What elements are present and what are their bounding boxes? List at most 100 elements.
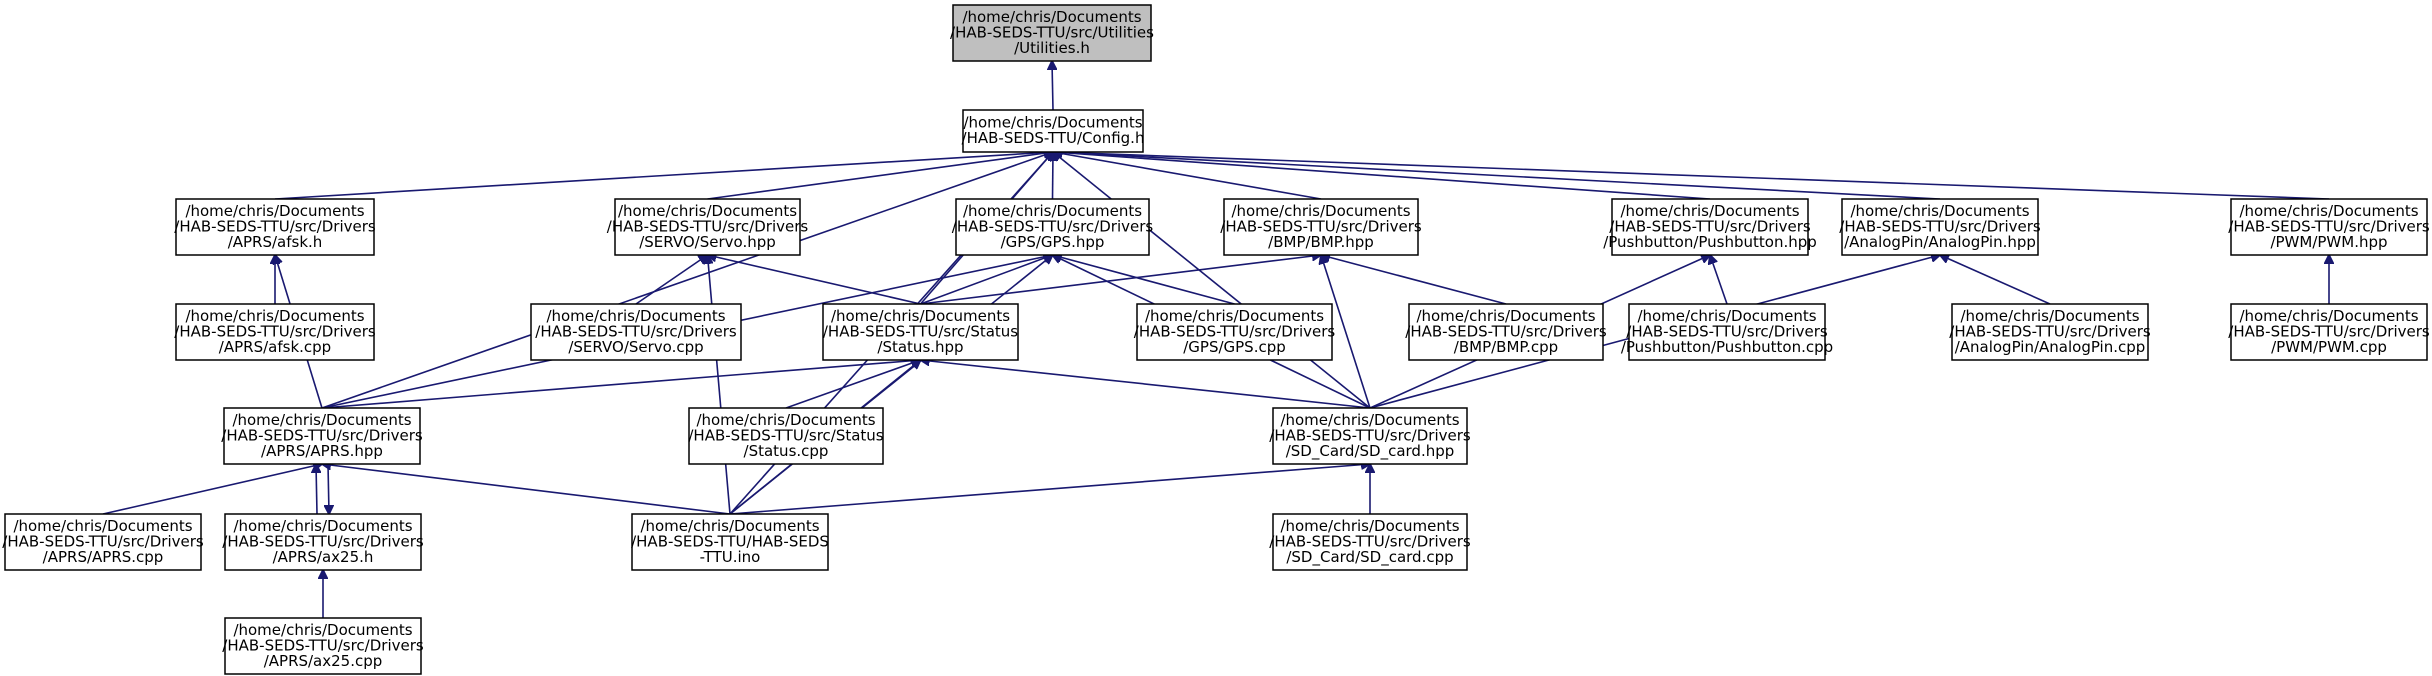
node-label-line: /Pushbutton/Pushbutton.hpp [1603, 233, 1817, 251]
edge-pushbutton-hpp-to-config-h [1053, 152, 1711, 200]
node-box [175, 198, 375, 256]
node-box [1272, 407, 1468, 465]
node-sdcard-hpp[interactable]: /home/chris/Documents/HAB-SEDS-TTU/src/D… [1269, 407, 1471, 465]
node-label-line: /AnalogPin/AnalogPin.hpp [1844, 233, 2036, 251]
node-label-line: /HAB-SEDS-TTU/src/Drivers [2228, 322, 2430, 340]
node-label-line: /APRS/APRS.hpp [261, 442, 383, 460]
node-gps-hpp[interactable]: /home/chris/Documents/HAB-SEDS-TTU/src/D… [952, 198, 1154, 256]
node-label-line: /home/chris/Documents [696, 411, 875, 429]
node-label-line: /HAB-SEDS-TTU/src/Drivers [1405, 322, 1607, 340]
node-box [1611, 198, 1809, 256]
node-label-line: -TTU.ino [700, 548, 761, 566]
node-afsk-cpp[interactable]: /home/chris/Documents/HAB-SEDS-TTU/src/D… [174, 303, 376, 361]
node-box [224, 617, 422, 675]
node-afsk-h[interactable]: /home/chris/Documents/HAB-SEDS-TTU/src/D… [174, 198, 376, 256]
node-aprs-hpp[interactable]: /home/chris/Documents/HAB-SEDS-TTU/src/D… [221, 407, 423, 465]
node-analogpin-hpp[interactable]: /home/chris/Documents/HAB-SEDS-TTU/src/D… [1839, 198, 2041, 256]
edge-status-cpp-to-status-hpp [785, 360, 921, 409]
node-label-line: /Utilities.h [1014, 39, 1090, 57]
edge-aprs-cpp-to-aprs-hpp [102, 464, 322, 515]
node-box [1223, 198, 1419, 256]
node-analogpin-cpp[interactable]: /home/chris/Documents/HAB-SEDS-TTU/src/D… [1949, 303, 2151, 361]
edge-sdcard-hpp-to-status-hpp [921, 360, 1371, 409]
node-label-line: /home/chris/Documents [1280, 517, 1459, 535]
edge-sdcard-hpp-to-bmp-hpp [1321, 255, 1371, 409]
edge-aprs-hpp-to-config-h [321, 152, 1053, 409]
node-label-line: /AnalogPin/AnalogPin.cpp [1955, 338, 2146, 356]
node-label-line: /home/chris/Documents [13, 517, 192, 535]
node-pwm-cpp[interactable]: /home/chris/Documents/HAB-SEDS-TTU/src/D… [2228, 303, 2430, 361]
node-box [1841, 198, 2039, 256]
node-label-line: /SERVO/Servo.hpp [639, 233, 776, 251]
node-label-line: /PWM/PWM.cpp [2271, 338, 2387, 356]
node-label-line: /HAB-SEDS-TTU/src/Drivers [607, 217, 809, 235]
nodes-layer: /home/chris/Documents/HAB-SEDS-TTU/src/U… [2, 4, 2430, 675]
node-servo-cpp[interactable]: /home/chris/Documents/HAB-SEDS-TTU/src/D… [530, 303, 742, 361]
node-label-line: /GPS/GPS.cpp [1183, 338, 1286, 356]
node-bmp-cpp[interactable]: /home/chris/Documents/HAB-SEDS-TTU/src/D… [1405, 303, 1607, 361]
node-label-line: /PWM/PWM.hpp [2270, 233, 2387, 251]
node-label-line: /home/chris/Documents [2239, 202, 2418, 220]
node-label-line: /home/chris/Documents [1620, 202, 1799, 220]
node-label-line: /HAB-SEDS-TTU/src/Drivers [222, 532, 424, 550]
node-box [631, 513, 829, 571]
node-box [530, 303, 742, 361]
node-label-line: /SERVO/Servo.cpp [568, 338, 703, 356]
node-ax25-h[interactable]: /home/chris/Documents/HAB-SEDS-TTU/src/D… [222, 513, 424, 571]
node-status-hpp[interactable]: /home/chris/Documents/HAB-SEDS-TTU/src/S… [822, 303, 1019, 361]
node-box [1628, 303, 1826, 361]
node-pwm-hpp[interactable]: /home/chris/Documents/HAB-SEDS-TTU/src/D… [2228, 198, 2430, 256]
node-label-line: /HAB-SEDS-TTU/src/Drivers [174, 217, 376, 235]
node-label-line: /HAB-SEDS-TTU/src/Drivers [1626, 322, 1828, 340]
node-config-h[interactable]: /home/chris/Documents/HAB-SEDS-TTU/Confi… [962, 109, 1145, 153]
node-label-line: /HAB-SEDS-TTU/src/Drivers [1609, 217, 1811, 235]
edge-config-h-to-utilities-h [1052, 61, 1053, 111]
edge-servo-hpp-to-config-h [707, 152, 1054, 200]
node-label-line: /HAB-SEDS-TTU/src/Drivers [221, 426, 423, 444]
edge-sdcard-hpp-to-config-h [1053, 152, 1371, 409]
node-status-cpp[interactable]: /home/chris/Documents/HAB-SEDS-TTU/src/S… [688, 407, 884, 465]
node-label-line: /HAB-SEDS-TTU/src/Drivers [535, 322, 737, 340]
node-label-line: /BMP/BMP.cpp [1454, 338, 1558, 356]
edge-servo-cpp-to-servo-hpp [635, 255, 708, 305]
node-box [1408, 303, 1604, 361]
node-pushbutton-hpp[interactable]: /home/chris/Documents/HAB-SEDS-TTU/src/D… [1603, 198, 1817, 256]
node-label-line: /home/chris/Documents [185, 202, 364, 220]
edge-aprs-hpp-to-ax25-h [328, 463, 329, 514]
node-label-line: /home/chris/Documents [1416, 307, 1595, 325]
node-label-line: /home/chris/Documents [233, 621, 412, 639]
node-label-line: /HAB-SEDS-TTU/src/Drivers [1269, 532, 1471, 550]
node-sdcard-cpp[interactable]: /home/chris/Documents/HAB-SEDS-TTU/src/D… [1269, 513, 1471, 571]
node-label-line: /HAB-SEDS-TTU/src/Drivers [2, 532, 204, 550]
node-pushbutton-cpp[interactable]: /home/chris/Documents/HAB-SEDS-TTU/src/D… [1621, 303, 1833, 361]
node-servo-hpp[interactable]: /home/chris/Documents/HAB-SEDS-TTU/src/D… [607, 198, 809, 256]
node-habseds-ino[interactable]: /home/chris/Documents/HAB-SEDS-TTU/HAB-S… [631, 513, 829, 571]
node-aprs-cpp[interactable]: /home/chris/Documents/HAB-SEDS-TTU/src/D… [2, 513, 204, 571]
node-label-line: /HAB-SEDS-TTU/src/Drivers [2228, 217, 2430, 235]
edge-pushbutton-cpp-to-pushbutton-hpp [1710, 255, 1728, 305]
node-utilities-h[interactable]: /home/chris/Documents/HAB-SEDS-TTU/src/U… [950, 4, 1154, 62]
node-label-line: /HAB-SEDS-TTU/src/Drivers [222, 636, 424, 654]
edge-pwm-hpp-to-config-h [1053, 152, 2330, 200]
edge-status-hpp-to-gps-hpp [920, 255, 1053, 305]
node-label-line: /APRS/ax25.h [273, 548, 374, 566]
node-box [175, 303, 375, 361]
node-label-line: /home/chris/Documents [618, 202, 797, 220]
node-box [2230, 303, 2428, 361]
node-label-line: /home/chris/Documents [185, 307, 364, 325]
node-label-line: /home/chris/Documents [1280, 411, 1459, 429]
node-label-line: /SD_Card/SD_card.cpp [1286, 548, 1453, 567]
node-label-line: /home/chris/Documents [1960, 307, 2139, 325]
node-label-line: /home/chris/Documents [1637, 307, 1816, 325]
node-label-line: /APRS/afsk.cpp [219, 338, 331, 356]
node-label-line: /HAB-SEDS-TTU/src/Drivers [1220, 217, 1422, 235]
edge-bmp-hpp-to-config-h [1053, 152, 1322, 200]
edge-habseds-ino-to-servo-hpp [708, 255, 731, 515]
edge-afsk-h-to-config-h [274, 152, 1053, 200]
node-label-line: /home/chris/Documents [546, 307, 725, 325]
node-bmp-hpp[interactable]: /home/chris/Documents/HAB-SEDS-TTU/src/D… [1220, 198, 1422, 256]
node-gps-cpp[interactable]: /home/chris/Documents/HAB-SEDS-TTU/src/D… [1134, 303, 1336, 361]
node-ax25-cpp[interactable]: /home/chris/Documents/HAB-SEDS-TTU/src/D… [222, 617, 424, 675]
edge-ax25-h-to-aprs-hpp [316, 464, 317, 515]
